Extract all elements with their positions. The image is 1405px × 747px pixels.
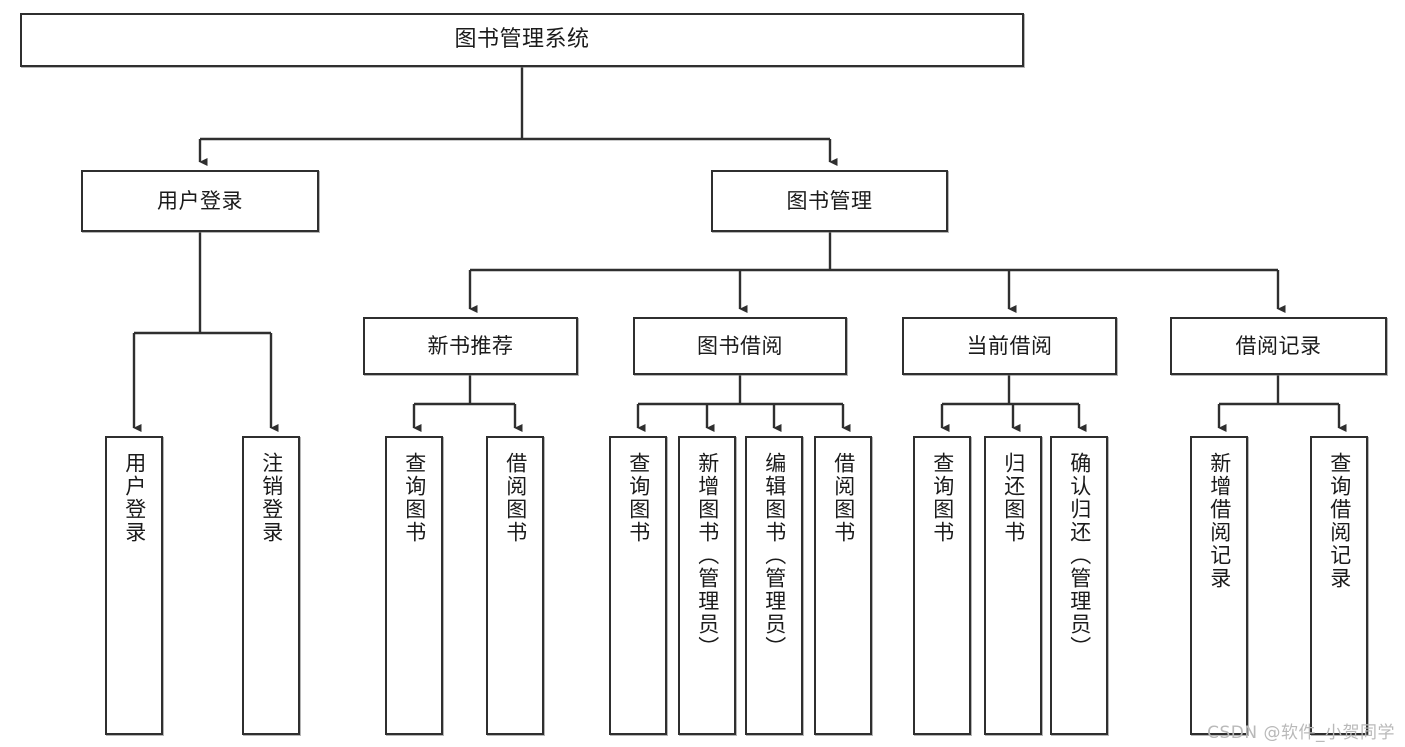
leaf-edit-book-admin-label: 编辑图书（管理员） [762,452,787,659]
node-current-borrow[interactable]: 当前借阅 [902,317,1117,375]
leaf-query-book-borrow-label: 查询图书 [626,452,651,544]
leaf-logout-label: 注销登录 [259,452,284,544]
leaf-query-book-recommend[interactable]: 查询图书 [385,436,443,735]
leaf-query-borrow-record-label: 查询借阅记录 [1327,452,1352,590]
leaf-add-book-admin[interactable]: 新增图书（管理员） [678,436,736,735]
leaf-query-book-current-label: 查询图书 [930,452,955,544]
node-root[interactable]: 图书管理系统 [20,13,1024,67]
node-new-book-recommend[interactable]: 新书推荐 [363,317,578,375]
leaf-edit-book-admin[interactable]: 编辑图书（管理员） [745,436,803,735]
leaf-query-book-recommend-label: 查询图书 [402,452,427,544]
node-book-management-label: 图书管理 [786,188,873,213]
node-user-login[interactable]: 用户登录 [81,170,319,232]
leaf-return-book[interactable]: 归还图书 [984,436,1042,735]
node-root-label: 图书管理系统 [454,27,590,53]
leaf-confirm-return-admin[interactable]: 确认归还（管理员） [1050,436,1108,735]
node-book-borrow[interactable]: 图书借阅 [633,317,847,375]
leaf-add-borrow-record[interactable]: 新增借阅记录 [1190,436,1248,735]
leaf-query-book-borrow[interactable]: 查询图书 [609,436,667,735]
node-borrow-record-label: 借阅记录 [1235,333,1322,358]
node-borrow-record[interactable]: 借阅记录 [1170,317,1387,375]
node-new-book-recommend-label: 新书推荐 [427,333,514,358]
node-book-management[interactable]: 图书管理 [711,170,948,232]
leaf-user-login-label: 用户登录 [122,452,147,544]
leaf-add-borrow-record-label: 新增借阅记录 [1207,452,1232,590]
leaf-borrow-book[interactable]: 借阅图书 [814,436,872,735]
node-book-borrow-label: 图书借阅 [697,333,783,358]
leaf-logout[interactable]: 注销登录 [242,436,300,735]
csdn-watermark: CSDN @软件_小贺同学 [1207,723,1395,743]
leaf-add-book-admin-label: 新增图书（管理员） [695,452,720,659]
leaf-query-book-current[interactable]: 查询图书 [913,436,971,735]
leaf-borrow-book-label: 借阅图书 [831,452,856,544]
leaf-query-borrow-record[interactable]: 查询借阅记录 [1310,436,1368,735]
leaf-confirm-return-admin-label: 确认归还（管理员） [1067,452,1092,659]
leaf-user-login[interactable]: 用户登录 [105,436,163,735]
leaf-borrow-book-recommend[interactable]: 借阅图书 [486,436,544,735]
leaf-borrow-book-recommend-label: 借阅图书 [503,452,528,544]
node-user-login-label: 用户登录 [157,188,243,213]
leaf-return-book-label: 归还图书 [1001,452,1026,544]
node-current-borrow-label: 当前借阅 [966,333,1053,358]
